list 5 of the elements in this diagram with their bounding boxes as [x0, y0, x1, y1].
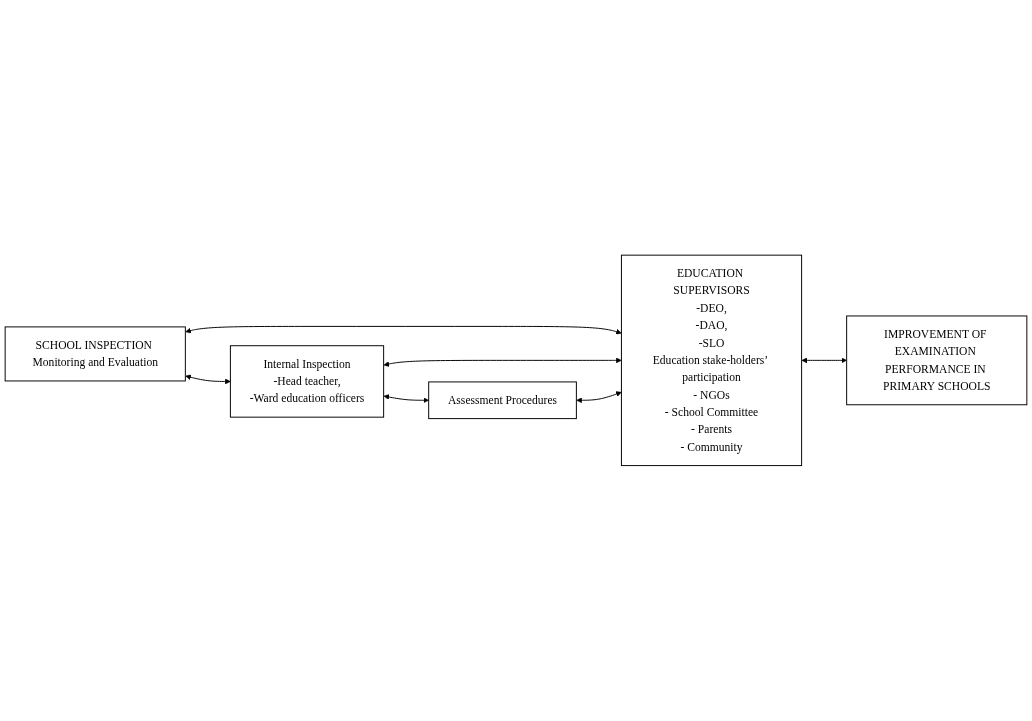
node-box: EDUCATION SUPERVISORS -DEO, -DAO, -SLO Education stake-holders’ participation - NGOs - School Committee - Parents - Community [620, 254, 803, 467]
node-box: Internal Inspection -Head teacher, -Ward education officers [229, 345, 385, 418]
node-box: Assessment Procedures [428, 381, 577, 420]
node-box: SCHOOL INSPECTION Monitoring and Evaluation [4, 326, 186, 382]
node-box: IMPROVEMENT OF EXAMINATION PERFORMANCE IN PRIMARY SCHOOLS [846, 315, 1028, 406]
